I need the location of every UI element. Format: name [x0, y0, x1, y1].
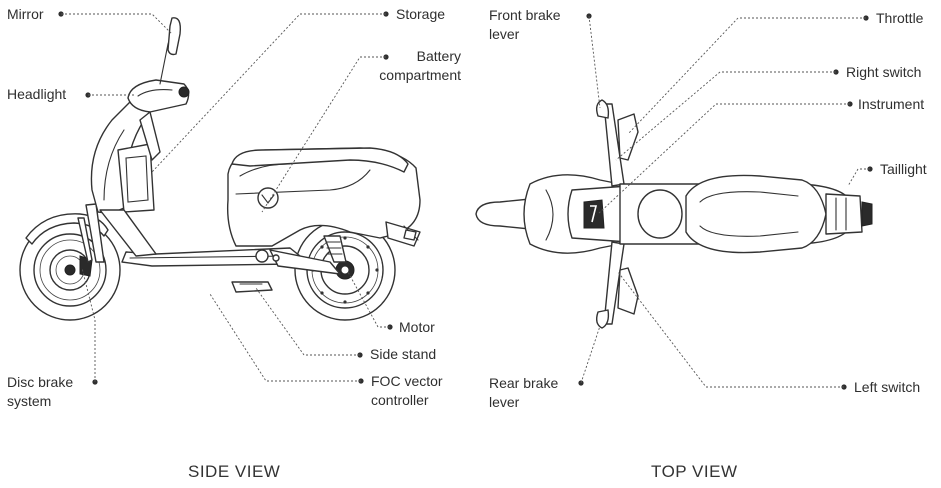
label-foc-vector-controller: FOC vector controller — [371, 373, 443, 408]
taillight — [861, 201, 873, 227]
mirror — [167, 17, 182, 56]
side-view-scooter — [19, 17, 421, 321]
throttle-grip — [617, 113, 639, 161]
label-instrument: Instrument — [858, 96, 925, 112]
label-battery-compartment: Battery compartment — [379, 48, 461, 83]
front-brake-lever — [595, 99, 610, 119]
headlight-housing — [127, 79, 190, 113]
label-right-switch: Right switch — [846, 64, 922, 80]
top-view-title: TOP VIEW — [651, 462, 738, 481]
top-view-scooter — [475, 99, 873, 329]
label-disc-brake-system: Disc brake system — [7, 374, 74, 409]
label-side-stand: Side stand — [370, 346, 437, 362]
leader-lines — [58, 11, 873, 390]
label-rear-brake-lever: Rear brake lever — [489, 375, 559, 410]
rear-brake-lever — [595, 309, 610, 329]
label-throttle: Throttle — [876, 10, 924, 26]
label-mirror: Mirror — [7, 6, 44, 22]
label-storage: Storage — [396, 6, 446, 22]
side-view-title: SIDE VIEW — [188, 462, 281, 481]
label-motor: Motor — [399, 319, 435, 335]
label-front-brake-lever: Front brake lever — [489, 7, 561, 42]
label-left-switch: Left switch — [854, 379, 921, 395]
label-headlight: Headlight — [7, 86, 67, 102]
label-taillight: Taillight — [880, 161, 927, 177]
